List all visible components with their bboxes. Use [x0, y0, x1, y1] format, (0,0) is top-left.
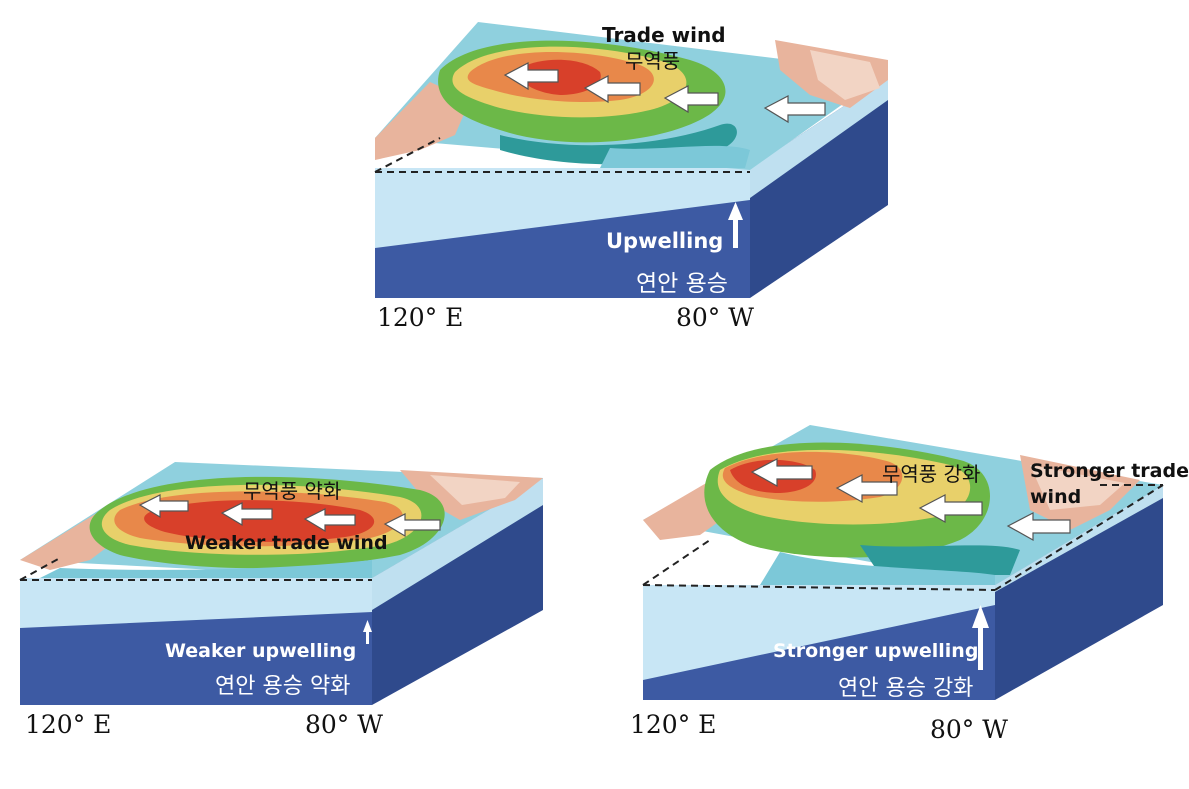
lanina-thermocline-line [642, 584, 996, 591]
lanina-west-coord: 120° E [630, 710, 717, 739]
elnino-upwelling-arrow [363, 620, 372, 644]
lanina-wind-label-kr: 무역풍 강화 [882, 462, 981, 486]
elnino-front-deep-layer [20, 612, 372, 705]
wind-arrow [220, 502, 273, 527]
lanina-east-coord: 80° W [930, 715, 1008, 744]
lanina-front-deep-layer [643, 605, 995, 700]
elnino-side-warm-strip [372, 478, 543, 610]
wind-arrow [918, 494, 983, 524]
elnino-upwelling-label-kr: 연안 용승 약화 [215, 674, 351, 699]
wind-arrow [663, 85, 719, 114]
elnino-wind-label-en: Weaker trade wind [185, 532, 388, 554]
wind-arrow [763, 95, 826, 124]
normal-thermocline-line-back [374, 137, 441, 173]
wind-arrow [750, 458, 813, 488]
elnino-wind-label-kr: 무역풍 약화 [243, 479, 342, 503]
lanina-upwelling-label-kr: 연안 용승 강화 [838, 676, 974, 701]
wind-arrow [303, 508, 356, 533]
wind-arrow [835, 474, 898, 504]
elnino-side-face [372, 478, 543, 705]
wind-arrow [583, 75, 641, 104]
elnino-sst-cyan [40, 560, 372, 578]
lanina-sst-cyan [760, 552, 995, 585]
normal-wind-arrows [503, 62, 826, 124]
lanina-upwelling-arrow [972, 605, 989, 670]
lanina-upwelling-label-en: Stronger upwelling [773, 640, 979, 662]
normal-side-face [750, 77, 888, 298]
normal-west-coord: 120° E [377, 303, 464, 332]
elnino-sst-red [144, 500, 375, 542]
elnino-thermocline-line-back [19, 557, 61, 581]
normal-east-land-light [810, 50, 880, 100]
normal-east-coord: 80° W [676, 303, 754, 332]
lanina-east-land-light [1030, 465, 1125, 510]
lanina-thermocline-line-back [642, 539, 711, 586]
lanina-sst-teal [860, 545, 1020, 575]
wind-arrow [138, 494, 189, 519]
elnino-east-land-light [430, 475, 520, 505]
normal-sst-cyan [600, 145, 750, 168]
normal-wind-label-en: Trade wind [602, 23, 726, 47]
wind-arrow [1006, 512, 1071, 542]
lanina-thermocline-line-top [994, 484, 1164, 591]
wind-arrow [503, 62, 559, 91]
normal-upwelling-label-en: Upwelling [606, 229, 724, 253]
normal-side-warm-strip [750, 77, 888, 198]
elnino-east-coord: 80° W [305, 710, 383, 739]
normal-wind-label-kr: 무역풍 [625, 49, 681, 73]
elnino-upwelling-label-en: Weaker upwelling [165, 640, 357, 662]
elnino-wind-arrows [138, 494, 441, 538]
normal-sst-red [519, 59, 601, 95]
lanina-wind-arrows [750, 458, 1071, 542]
elnino-west-coord: 120° E [25, 710, 112, 739]
lanina-side-face [995, 485, 1163, 700]
normal-upwelling-label-kr: 연안 용승 [636, 271, 728, 297]
normal-upwelling-arrow [728, 202, 743, 248]
lanina-wind-label-en: Stronger trade wind [1030, 460, 1189, 508]
normal-front-deep-layer [375, 200, 750, 298]
wind-arrow [383, 513, 441, 538]
